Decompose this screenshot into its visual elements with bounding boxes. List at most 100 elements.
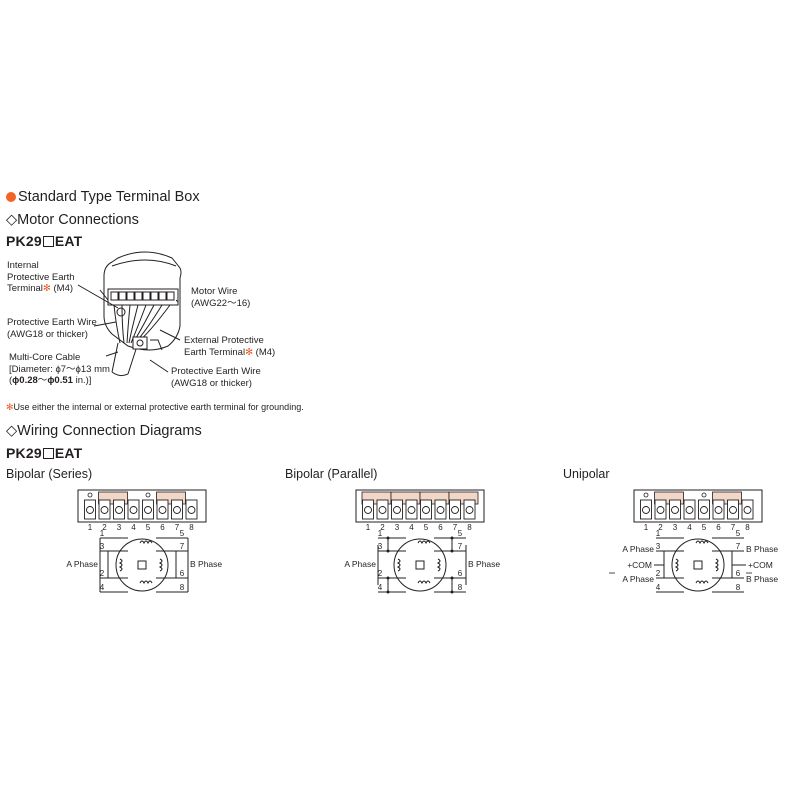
terminal-number: 1 xyxy=(88,523,93,532)
indicator-dot xyxy=(87,492,93,498)
terminal-number: 3 xyxy=(117,523,122,532)
phase-label: A Phase xyxy=(66,559,98,569)
junction-dot xyxy=(386,549,390,553)
coil-bottom xyxy=(417,580,431,585)
screw-terminal xyxy=(142,499,154,520)
screw-terminal xyxy=(98,499,111,520)
screw-terminal xyxy=(640,499,652,520)
screw-head xyxy=(393,506,401,514)
screw-head xyxy=(115,506,123,514)
screw-head xyxy=(144,506,152,514)
diagram-title-parallel: Bipolar (Parallel) xyxy=(285,467,378,481)
screw-terminal xyxy=(669,499,681,520)
grounding-note: ✻Use either the internal or external pro… xyxy=(6,402,304,412)
terminal-number: 8 xyxy=(189,523,194,532)
rotor xyxy=(415,560,425,570)
terminal-number: 4 xyxy=(687,523,692,532)
terminal-number: 8 xyxy=(745,523,750,532)
wire-number: 5 xyxy=(736,529,741,538)
multicore-cable-label: Multi-Core Cable [Diameter: ϕ7～ϕ13 mm (ϕ… xyxy=(9,352,110,386)
screw-terminal xyxy=(712,499,725,520)
terminal-number: 2 xyxy=(102,523,107,532)
wire-number: 3 xyxy=(100,542,105,551)
terminal-number: 4 xyxy=(131,523,136,532)
terminal-number: 7 xyxy=(731,523,736,532)
motor-circle xyxy=(115,538,169,592)
wire-number: 4 xyxy=(656,583,661,592)
coil-winding xyxy=(396,558,401,572)
screw-terminal xyxy=(727,499,739,520)
screw-terminal xyxy=(127,499,140,520)
terminal-number: 7 xyxy=(453,523,458,532)
wire-number: 5 xyxy=(458,529,463,538)
coil-winding xyxy=(695,540,709,545)
wire-number: 3 xyxy=(378,542,383,551)
screw-head xyxy=(100,506,109,514)
screw-head xyxy=(743,506,752,514)
motor-circle xyxy=(393,538,447,592)
bullet-dot-icon xyxy=(6,192,16,202)
phase-label: B Phase xyxy=(190,559,222,569)
terminal-number: 3 xyxy=(673,523,678,532)
com-label: +COM xyxy=(748,560,773,570)
pe-wire-right-label: Protective Earth Wire (AWG18 or thicker) xyxy=(171,366,261,389)
wire-number: 8 xyxy=(736,583,741,592)
coil-winding xyxy=(158,558,163,572)
screw-head xyxy=(656,506,665,514)
phase-label: B Phase xyxy=(746,544,778,554)
screw-terminal xyxy=(698,499,710,520)
junction-dot xyxy=(450,590,454,594)
screw-terminal xyxy=(741,499,754,520)
wire-number: 7 xyxy=(458,542,463,551)
terminal-number: 5 xyxy=(146,523,151,532)
coil-winding xyxy=(417,540,431,545)
screw-head xyxy=(422,506,430,514)
pe-wire-left-label: Protective Earth Wire (AWG18 or thicker) xyxy=(7,317,97,340)
coil-bottom xyxy=(139,580,153,585)
rotor xyxy=(137,560,147,570)
wire-number: 6 xyxy=(180,569,185,578)
phase-label: A Phase xyxy=(622,574,654,584)
diagram-title-series: Bipolar (Series) xyxy=(6,467,93,481)
external-pe-label: External Protective Earth Terminal✻ (M4) xyxy=(184,335,276,358)
screw-terminal xyxy=(463,499,476,520)
phase-label: B Phase xyxy=(468,559,500,569)
terminal-number: 4 xyxy=(409,523,414,532)
terminal-number: 2 xyxy=(658,523,663,532)
screw-terminal xyxy=(391,499,403,520)
coil-left xyxy=(118,558,123,572)
indicator-dot xyxy=(701,492,707,498)
coil-winding xyxy=(139,580,153,585)
terminal-number: 5 xyxy=(424,523,429,532)
screw-terminal xyxy=(654,499,667,520)
section-title: Standard Type Terminal Box xyxy=(6,189,200,205)
wire-number: 2 xyxy=(656,569,661,578)
wire-number: 8 xyxy=(458,583,463,592)
coil-top xyxy=(139,540,153,545)
coil-left xyxy=(674,558,679,572)
coil-winding xyxy=(674,558,679,572)
phase-label: A Phase xyxy=(344,559,376,569)
coil-winding xyxy=(139,540,153,545)
screw-head xyxy=(378,506,387,514)
wire-number: 2 xyxy=(100,569,105,578)
screw-terminal xyxy=(113,499,125,520)
diagram-title-unipolar: Unipolar xyxy=(563,467,610,481)
coil-left xyxy=(396,558,401,572)
placeholder-box-icon xyxy=(42,448,54,459)
coil-right xyxy=(158,558,163,572)
wire-number: 7 xyxy=(180,542,185,551)
wire-number: 7 xyxy=(736,542,741,551)
wire-number: 5 xyxy=(180,529,185,538)
screw-head xyxy=(642,506,650,514)
coil-winding xyxy=(714,558,719,572)
screw-head xyxy=(158,506,167,514)
placeholder-box-icon xyxy=(42,236,54,247)
coil-right xyxy=(714,558,719,572)
screw-head xyxy=(129,506,138,514)
coil-winding xyxy=(118,558,123,572)
screw-terminal xyxy=(683,499,696,520)
